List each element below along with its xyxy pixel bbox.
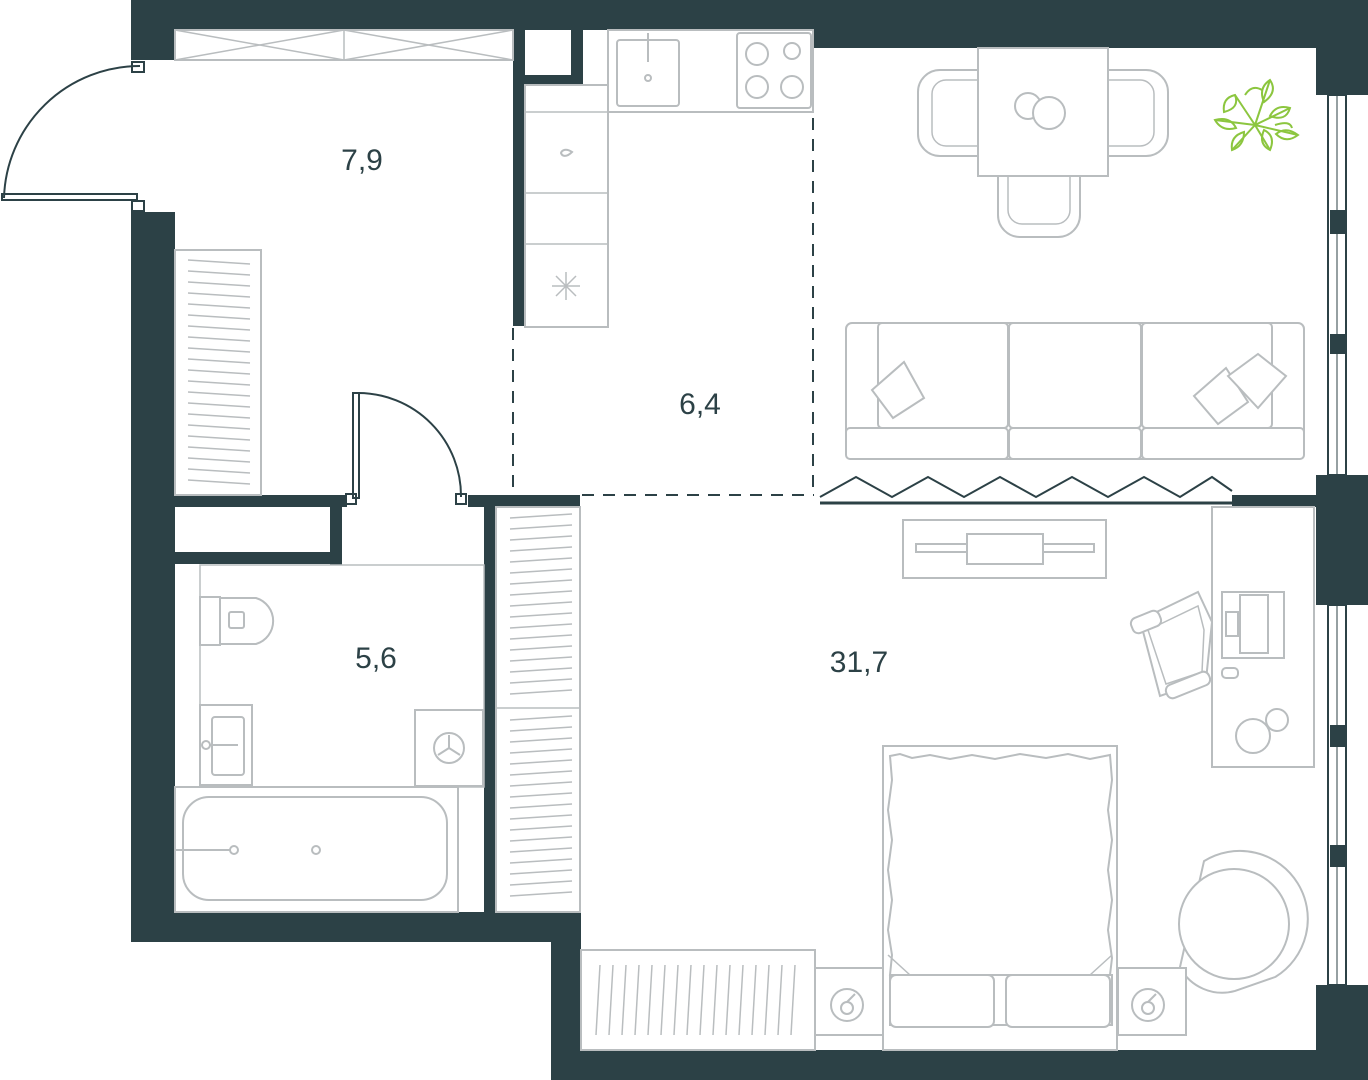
walls bbox=[131, 0, 1368, 1080]
folding-partition bbox=[819, 475, 1233, 505]
cooktop-icon bbox=[736, 32, 812, 109]
kitchen-sink-icon bbox=[616, 33, 680, 107]
nightstands bbox=[814, 967, 1187, 1036]
corridor-wardrobe bbox=[495, 506, 581, 913]
bedroom-wardrobe bbox=[580, 949, 816, 1051]
toilet-icon bbox=[199, 596, 275, 646]
bed-icon bbox=[882, 745, 1118, 1051]
right-windows bbox=[1327, 94, 1347, 986]
bathroom-fixtures bbox=[174, 564, 485, 913]
area-label-bathroom: 5,6 bbox=[355, 642, 397, 675]
dishwasher-drop-icon bbox=[559, 148, 574, 157]
bathroom-door bbox=[345, 392, 467, 505]
desk-area bbox=[1129, 506, 1315, 768]
plant-icon bbox=[1213, 78, 1300, 152]
dining-group bbox=[917, 47, 1169, 238]
tv-stand-icon bbox=[902, 519, 1107, 579]
chair-right-icon bbox=[1107, 69, 1169, 157]
kitchen-set bbox=[524, 29, 814, 328]
chair-bottom-icon bbox=[997, 175, 1081, 238]
sink-icon bbox=[199, 704, 253, 786]
desk-chair-icon bbox=[1129, 590, 1214, 700]
area-label-kitchen: 6,4 bbox=[679, 388, 721, 421]
kitchen-zone-border bbox=[512, 55, 814, 496]
chair-left-icon bbox=[917, 69, 979, 157]
area-label-hall: 7,9 bbox=[341, 144, 383, 177]
entrance-door bbox=[1, 61, 145, 212]
armchair-icon bbox=[1178, 850, 1309, 994]
bathtub-icon bbox=[174, 786, 459, 913]
hall-wardrobe bbox=[174, 249, 262, 496]
sofa-icon bbox=[845, 322, 1305, 460]
fridge-snowflake-icon bbox=[552, 272, 580, 300]
washing-machine-icon bbox=[414, 709, 484, 787]
hall-shelf bbox=[174, 29, 514, 61]
area-label-living: 31,7 bbox=[830, 646, 888, 679]
